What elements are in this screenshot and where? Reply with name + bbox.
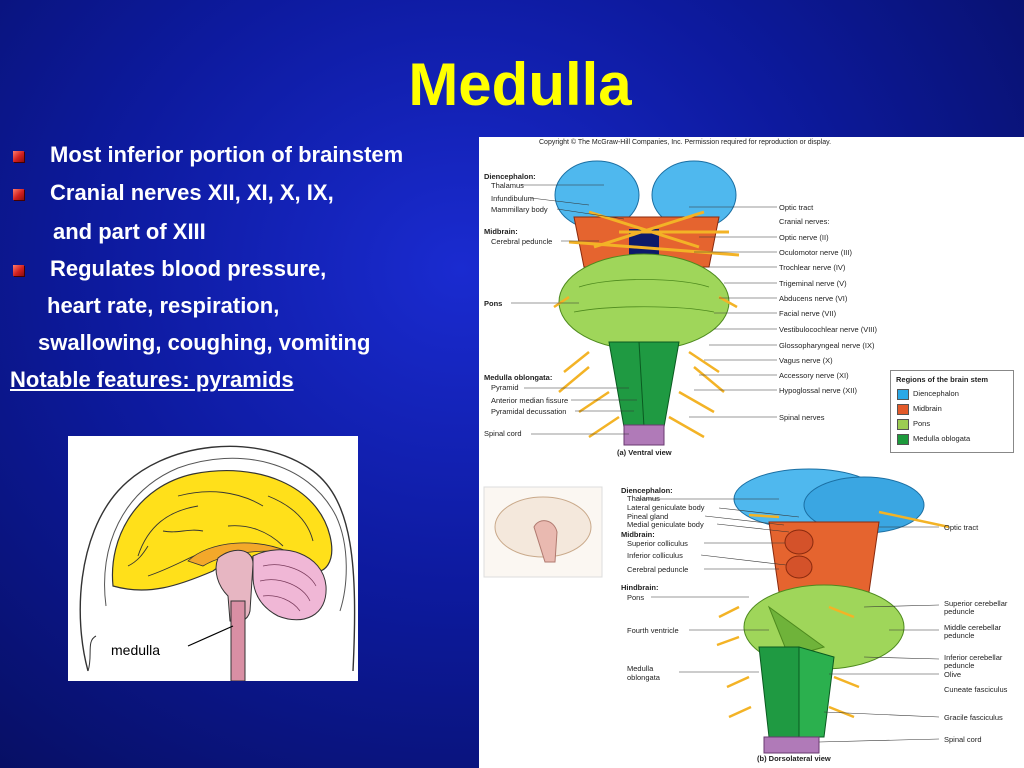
bullet-1: Most inferior portion of brainstem (50, 142, 404, 167)
bullet-3-continued-a: heart rate, respiration, (47, 293, 280, 318)
label-d-sup-cereb-1: Superior cerebellar (944, 599, 1008, 608)
label-spinal-cord: Spinal cord (484, 429, 522, 438)
label-d-medulla: Medulla (627, 664, 654, 673)
label-d-pineal-gland: Pineal gland (627, 512, 669, 521)
label-anterior-median-fissure: Anterior median fissure (491, 396, 569, 405)
legend-swatch-pons (897, 419, 909, 430)
label-trigeminal-nerve: Trigeminal nerve (V) (779, 279, 847, 288)
label-diencephalon: Diencephalon: (484, 172, 536, 181)
label-glossopharyngeal-nerve: Glossopharyngeal nerve (IX) (779, 341, 875, 350)
bullet-3: Regulates blood pressure, (50, 256, 327, 281)
label-d-cerebral-peduncle: Cerebral peduncle (627, 565, 689, 574)
label-abducens-nerve: Abducens nerve (VI) (779, 294, 848, 303)
medulla-label: medulla (111, 642, 161, 658)
label-d-sup-cereb-2: peduncle (944, 607, 975, 616)
brainstem-figure: Copyright © The McGraw-Hill Companies, I… (479, 137, 1024, 768)
label-d-thalamus: Thalamus (627, 494, 660, 503)
label-hypoglossal-nerve: Hypoglossal nerve (XII) (779, 386, 857, 395)
notable-features: Notable features: pyramids (10, 367, 294, 392)
label-d-inf-cereb-1: Inferior cerebellar (944, 653, 1003, 662)
label-d-medial-geniculate: Medial geniculate body (627, 520, 704, 529)
label-d-optic-tract: Optic tract (944, 523, 979, 532)
label-d-hindbrain: Hindbrain: (621, 583, 659, 592)
slide-title: Medulla (408, 51, 632, 118)
label-d-oblongata: oblongata (627, 673, 660, 682)
legend-label-medulla: Medulla oblogata (913, 434, 971, 443)
legend-title: Regions of the brain stem (896, 375, 989, 384)
label-midbrain: Midbrain: (484, 227, 518, 236)
label-d-spinal-cord: Spinal cord (944, 735, 982, 744)
legend-swatch-diencephalon (897, 389, 909, 400)
label-d-fourth-ventricle: Fourth ventricle (627, 626, 679, 635)
bullet-marker-icon (13, 151, 24, 162)
label-trochlear-nerve: Trochlear nerve (IV) (779, 263, 846, 272)
bullet-2-continued: and part of XIII (53, 219, 206, 244)
copyright-note: Copyright © The McGraw-Hill Companies, I… (539, 139, 832, 146)
caption-dorsolateral-view: (b) Dorsolateral view (757, 754, 831, 763)
label-d-inf-cereb-2: peduncle (944, 661, 975, 670)
legend-swatch-medulla (897, 434, 909, 445)
label-accessory-nerve: Accessory nerve (XI) (779, 371, 849, 380)
label-optic-tract: Optic tract (779, 203, 814, 212)
bullet-marker-icon (13, 265, 24, 276)
label-d-olive: Olive (944, 670, 962, 679)
label-d-lateral-geniculate: Lateral geniculate body (627, 503, 705, 512)
label-d-cuneate: Cuneate fasciculus (944, 685, 1008, 694)
label-pyramid: Pyramid (491, 383, 519, 392)
label-d-inferior-colliculus: Inferior colliculus (627, 551, 683, 560)
label-d-diencephalon: Diencephalon: (621, 486, 673, 495)
label-cerebral-peduncle: Cerebral peduncle (491, 237, 553, 246)
label-facial-nerve: Facial nerve (VII) (779, 309, 837, 318)
label-d-pons: Pons (627, 593, 645, 602)
label-infundibulum: Infundibulum (491, 194, 534, 203)
label-d-midbrain: Midbrain: (621, 530, 655, 539)
legend-label-diencephalon: Diencephalon (913, 389, 959, 398)
caption-ventral-view: (a) Ventral view (617, 448, 672, 457)
label-thalamus: Thalamus (491, 181, 524, 190)
label-oculomotor-nerve: Oculomotor nerve (III) (779, 248, 852, 257)
brainstem-illustration (483, 160, 950, 754)
legend-label-pons: Pons (913, 419, 931, 428)
label-d-mid-cereb-1: Middle cerebellar (944, 623, 1002, 632)
label-cranial-nerves: Cranial nerves: (779, 217, 830, 226)
label-spinal-nerves: Spinal nerves (779, 413, 825, 422)
brainstem-regions-legend: Regions of the brain stem Diencephalon M… (890, 370, 1014, 453)
label-mammillary-body: Mammillary body (491, 205, 548, 214)
bullet-2: Cranial nerves XII, XI, X, IX, (50, 180, 334, 205)
label-d-superior-colliculus: Superior colliculus (627, 539, 688, 548)
label-medulla-oblongata: Medulla oblongata: (484, 373, 553, 382)
legend-label-midbrain: Midbrain (913, 404, 942, 413)
label-vagus-nerve: Vagus nerve (X) (779, 356, 833, 365)
brain-illustration (79, 445, 356, 682)
label-pyramidal-decussation: Pyramidal decussation (491, 407, 567, 416)
bullet-marker-icon (13, 189, 24, 200)
label-vestibulocochlear-nerve: Vestibulocochlear nerve (VIII) (779, 325, 877, 334)
legend-swatch-midbrain (897, 404, 909, 415)
label-pons: Pons (484, 299, 503, 308)
label-d-gracile: Gracile fasciculus (944, 713, 1003, 722)
label-d-mid-cereb-2: peduncle (944, 631, 975, 640)
bullet-3-continued-b: swallowing, coughing, vomiting (38, 330, 371, 355)
label-optic-nerve: Optic nerve (II) (779, 233, 829, 242)
sagittal-brain-diagram: medulla (68, 436, 358, 682)
